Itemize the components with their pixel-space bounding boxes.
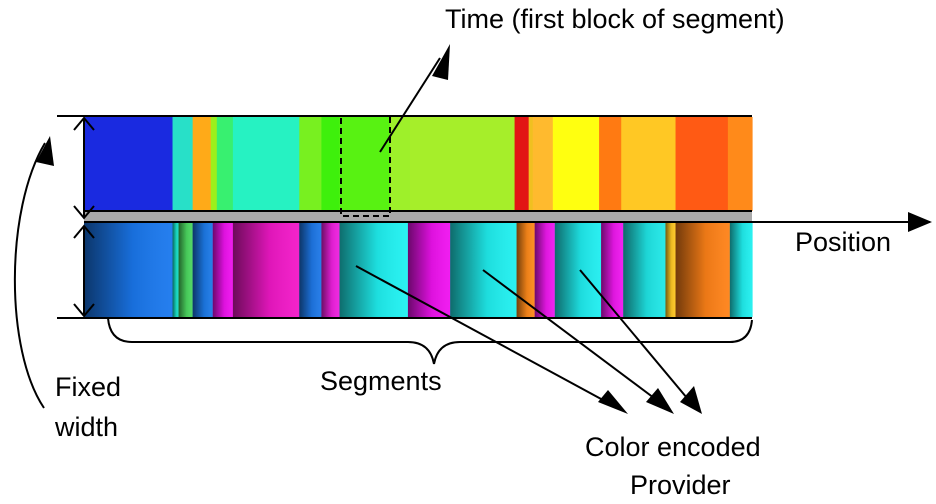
fixed-width-label-line2: width	[55, 412, 119, 442]
time-strip-segment	[514, 117, 530, 211]
fixed-width-label-line1: Fixed	[55, 372, 122, 402]
time-strip-segment	[172, 117, 194, 211]
time-strip-segment	[727, 117, 753, 211]
provider-pointer-arrowhead-2	[646, 388, 674, 414]
provider-strip-segment-shading	[407, 223, 451, 317]
time-strip-segment	[552, 117, 600, 211]
provider-strip-segment-shading	[534, 223, 556, 317]
time-strip-segment	[389, 117, 411, 211]
provider-strip-segment-shading	[665, 223, 677, 317]
provider-strip-segment-shading	[84, 223, 174, 317]
time-color-strip	[84, 117, 753, 211]
time-label: Time (first block of segment)	[445, 4, 785, 34]
provider-strip-segment-shading	[729, 223, 753, 317]
fixed-width-arrowhead	[36, 136, 54, 166]
provider-color-strip	[84, 223, 753, 317]
provider-pointer-line-1	[355, 265, 615, 407]
time-strip-segment	[216, 117, 234, 211]
provider-strip-segment-shading	[212, 223, 234, 317]
position-label: Position	[795, 227, 892, 257]
provider-strip-segment-shading	[623, 223, 667, 317]
provider-strip-segment-shading	[321, 223, 341, 317]
time-strip-segment	[321, 117, 341, 211]
time-strip-segment	[210, 117, 218, 211]
provider-pointer-line-2	[482, 269, 663, 405]
time-pointer-line	[379, 57, 441, 153]
provider-strip-segment-shading	[339, 223, 409, 317]
time-strip-segment	[675, 117, 729, 211]
provider-strip-segment-shading	[601, 223, 624, 317]
provider-strip-segment-shading	[232, 223, 300, 317]
provider-strip-segment-shading	[554, 223, 602, 317]
provider-label-line2: Provider	[630, 470, 731, 500]
height-arrowhead-mid-upper	[73, 205, 95, 220]
time-strip-segment	[232, 117, 300, 211]
provider-strip-segment-shading	[192, 223, 214, 317]
time-pointer-arrowhead	[432, 44, 450, 80]
time-strip-segment	[528, 117, 534, 211]
height-arrowhead-bottom	[73, 303, 95, 318]
time-strip-segment	[339, 117, 391, 211]
provider-pointer-arrowhead-1	[598, 390, 628, 414]
time-strip-segment	[409, 117, 516, 211]
provider-pointer-line-3	[579, 269, 693, 405]
provider-strip-segment-shading	[516, 223, 536, 317]
fixed-width-curved-arrow	[13, 142, 46, 409]
time-strip-segment	[84, 117, 174, 211]
provider-strip-segment-shading	[299, 223, 323, 317]
provider-strip-segment-shading	[178, 223, 194, 317]
strip-separator	[84, 211, 752, 222]
height-arrowhead-mid-lower	[73, 224, 95, 239]
time-strip-segment	[299, 117, 323, 211]
segments-label: Segments	[320, 366, 442, 396]
time-strip-segment	[192, 117, 212, 211]
first-block-dashed-box	[340, 115, 391, 217]
provider-strip-segment-shading	[675, 223, 731, 317]
segments-brace	[107, 317, 753, 365]
time-strip-segment	[532, 117, 554, 211]
provider-label-line1: Color encoded	[585, 432, 761, 462]
time-strip-segment	[621, 117, 677, 211]
time-strip-segment	[599, 117, 622, 211]
provider-strip-segment-shading	[172, 223, 180, 317]
height-arrowhead-top	[73, 116, 95, 131]
provider-pointer-arrowhead-3	[680, 386, 702, 414]
